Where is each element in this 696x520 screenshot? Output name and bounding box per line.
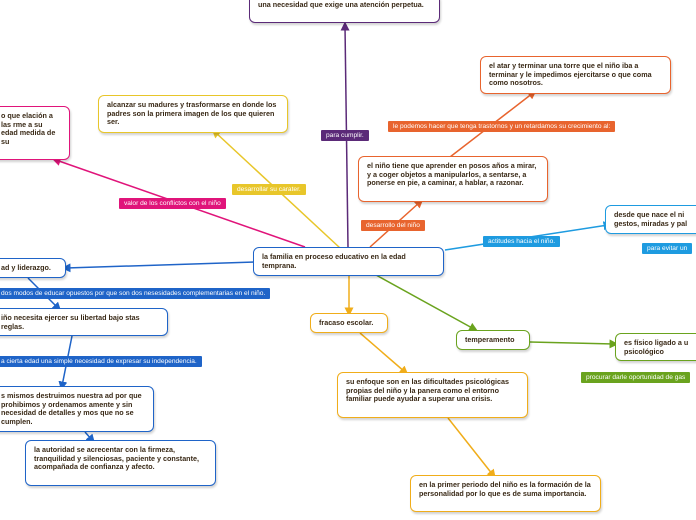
label-evitar: para evitar un <box>642 243 693 254</box>
link-primer <box>447 417 496 479</box>
link-autoridad <box>84 431 95 444</box>
node-destruimos[interactable]: s mismos destruimos nuestra ad por que p… <box>0 386 154 432</box>
node-enfoque[interactable]: su enfoque son en las dificultades psico… <box>337 372 528 418</box>
label-actitudes: actitudes hacia el niño. <box>483 236 561 247</box>
label-desarrollo: desarrollo del niño <box>361 220 425 231</box>
node-fisico[interactable]: es físico ligado a u psicológico <box>615 333 696 361</box>
node-destruimos-text: s mismos destruimos nuestra ad por que p… <box>1 391 142 426</box>
node-posos-text: el niño tiene que aprender en posos años… <box>367 161 537 188</box>
node-madures[interactable]: alcanzar su madures y trasformarse en do… <box>98 95 288 133</box>
node-liderazgo[interactable]: ad y liderazgo. <box>0 258 66 278</box>
node-primer[interactable]: en la primer periodo del niño es la form… <box>410 475 601 512</box>
node-left-pink[interactable]: o que elación a las rme a su edad medida… <box>0 106 70 160</box>
node-autoridad-text: la autoridad se acrecentar con la firmez… <box>34 445 199 472</box>
label-modos: dos modos de educar opuestos por que son… <box>0 288 271 299</box>
label-conflictos: valor de los conflictos con el niño <box>119 198 226 209</box>
node-fracaso-text: fracaso escolar. <box>319 318 374 327</box>
link-fisico <box>529 339 619 349</box>
label-expresar: a cierta edad una simple necesidad de ex… <box>0 356 202 367</box>
node-top-text: una necesidad que exige una atención per… <box>258 0 424 9</box>
node-center[interactable]: la familia en proceso educativo en la ed… <box>253 247 444 276</box>
node-madures-text: alcanzar su madures y trasformarse en do… <box>107 100 277 127</box>
link-temperamento <box>375 274 478 332</box>
node-center-text: la familia en proceso educativo en la ed… <box>262 252 406 270</box>
label-cumplir: para cumplir. <box>321 130 369 141</box>
node-gestos[interactable]: desde que nace el ni gestos, miradas y p… <box>605 205 696 234</box>
node-gestos-text: desde que nace el ni gestos, miradas y p… <box>614 210 688 228</box>
label-oportunidad: procurar darle oportunidad de gas <box>581 372 691 383</box>
node-fisico-text: es físico ligado a u psicológico <box>624 338 689 356</box>
node-libertad[interactable]: iño necesita ejercer su libertad bajo st… <box>0 308 168 336</box>
node-libertad-text: iño necesita ejercer su libertad bajo st… <box>1 313 140 331</box>
label-caracter: desarrollar su carater. <box>232 184 306 195</box>
node-temperamento[interactable]: temperamento <box>456 330 530 350</box>
node-left-pink-text: o que elación a las rme a su edad medida… <box>1 111 56 146</box>
node-temperamento-text: temperamento <box>465 335 515 344</box>
node-liderazgo-text: ad y liderazgo. <box>1 263 51 272</box>
node-torre[interactable]: el atar y terminar una torre que el niño… <box>480 56 671 94</box>
node-top[interactable]: una necesidad que exige una atención per… <box>249 0 440 23</box>
label-trastornos: le podemos hacer que tenga trastornos y … <box>388 121 616 132</box>
node-enfoque-text: su enfoque son en las dificultades psico… <box>346 377 509 404</box>
link-enfoque <box>359 332 409 375</box>
node-primer-text: en la primer periodo del niño es la form… <box>419 480 591 498</box>
node-posos[interactable]: el niño tiene que aprender en posos años… <box>358 156 548 202</box>
node-fracaso[interactable]: fracaso escolar. <box>310 313 388 333</box>
node-autoridad[interactable]: la autoridad se acrecentar con la firmez… <box>25 440 216 486</box>
link-liderazgo <box>61 261 256 273</box>
node-torre-text: el atar y terminar una torre que el niño… <box>489 61 652 88</box>
